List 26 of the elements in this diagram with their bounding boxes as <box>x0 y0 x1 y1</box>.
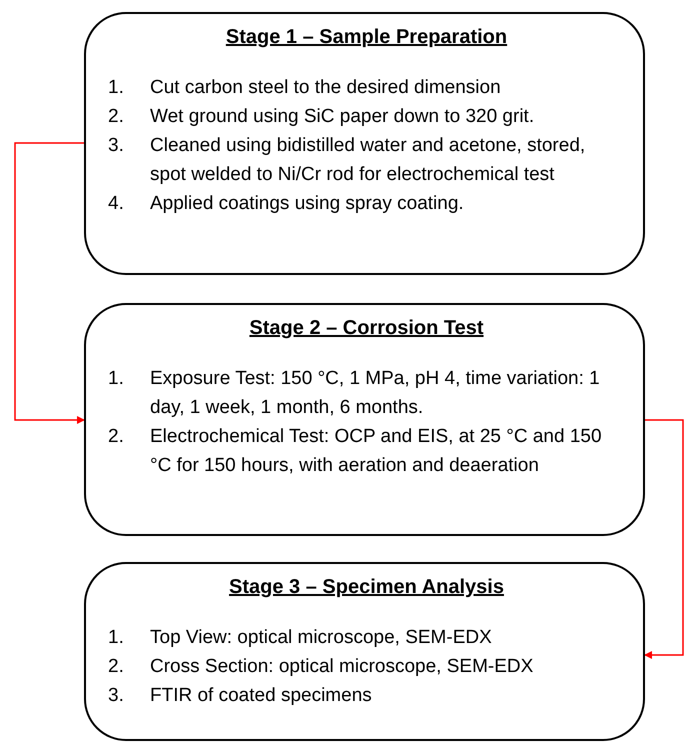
list-number: 1. <box>108 626 125 650</box>
stage-box <box>84 12 645 275</box>
list-number: 3. <box>108 134 125 158</box>
list-item-text: Cut carbon steel to the desired dimension <box>150 76 501 100</box>
stage-heading: Stage 3 – Specimen Analysis <box>229 576 504 599</box>
list-number: 2. <box>108 655 125 679</box>
stage-box <box>84 303 645 536</box>
list-number: 3. <box>108 684 125 708</box>
list-item-text: Exposure Test: 150 °C, 1 MPa, pH 4, time variation: 1 day, 1 week, 1 month, 6 months. <box>150 367 601 420</box>
list-number: 4. <box>108 192 125 216</box>
list-item-text: Wet ground using SiC paper down to 320 grit. <box>150 105 534 129</box>
list-number: 1. <box>108 367 125 391</box>
stage-heading: Stage 2 – Corrosion Test <box>249 317 484 340</box>
stage-box <box>84 562 645 741</box>
list-item-text: Applied coatings using spray coating. <box>150 192 464 216</box>
stage-heading: Stage 1 – Sample Preparation <box>226 26 508 49</box>
list-item-text: Top View: optical microscope, SEM-EDX <box>150 626 492 650</box>
list-item-text: Cleaned using bidistilled water and acetone, stored, spot welded to Ni/Cr rod for electrochemical test <box>150 134 586 187</box>
list-item-text: Cross Section: optical microscope, SEM-EDX <box>150 655 534 679</box>
list-item-text: FTIR of coated specimens <box>150 684 372 708</box>
connector-arrow <box>644 419 684 659</box>
list-item-text: Electrochemical Test: OCP and EIS, at 25 °C and 150 °C for 150 hours, with aeration and deaeration <box>150 425 603 478</box>
list-number: 1. <box>108 76 125 100</box>
connector-arrow <box>14 142 85 424</box>
list-number: 2. <box>108 105 125 129</box>
list-number: 2. <box>108 425 125 449</box>
